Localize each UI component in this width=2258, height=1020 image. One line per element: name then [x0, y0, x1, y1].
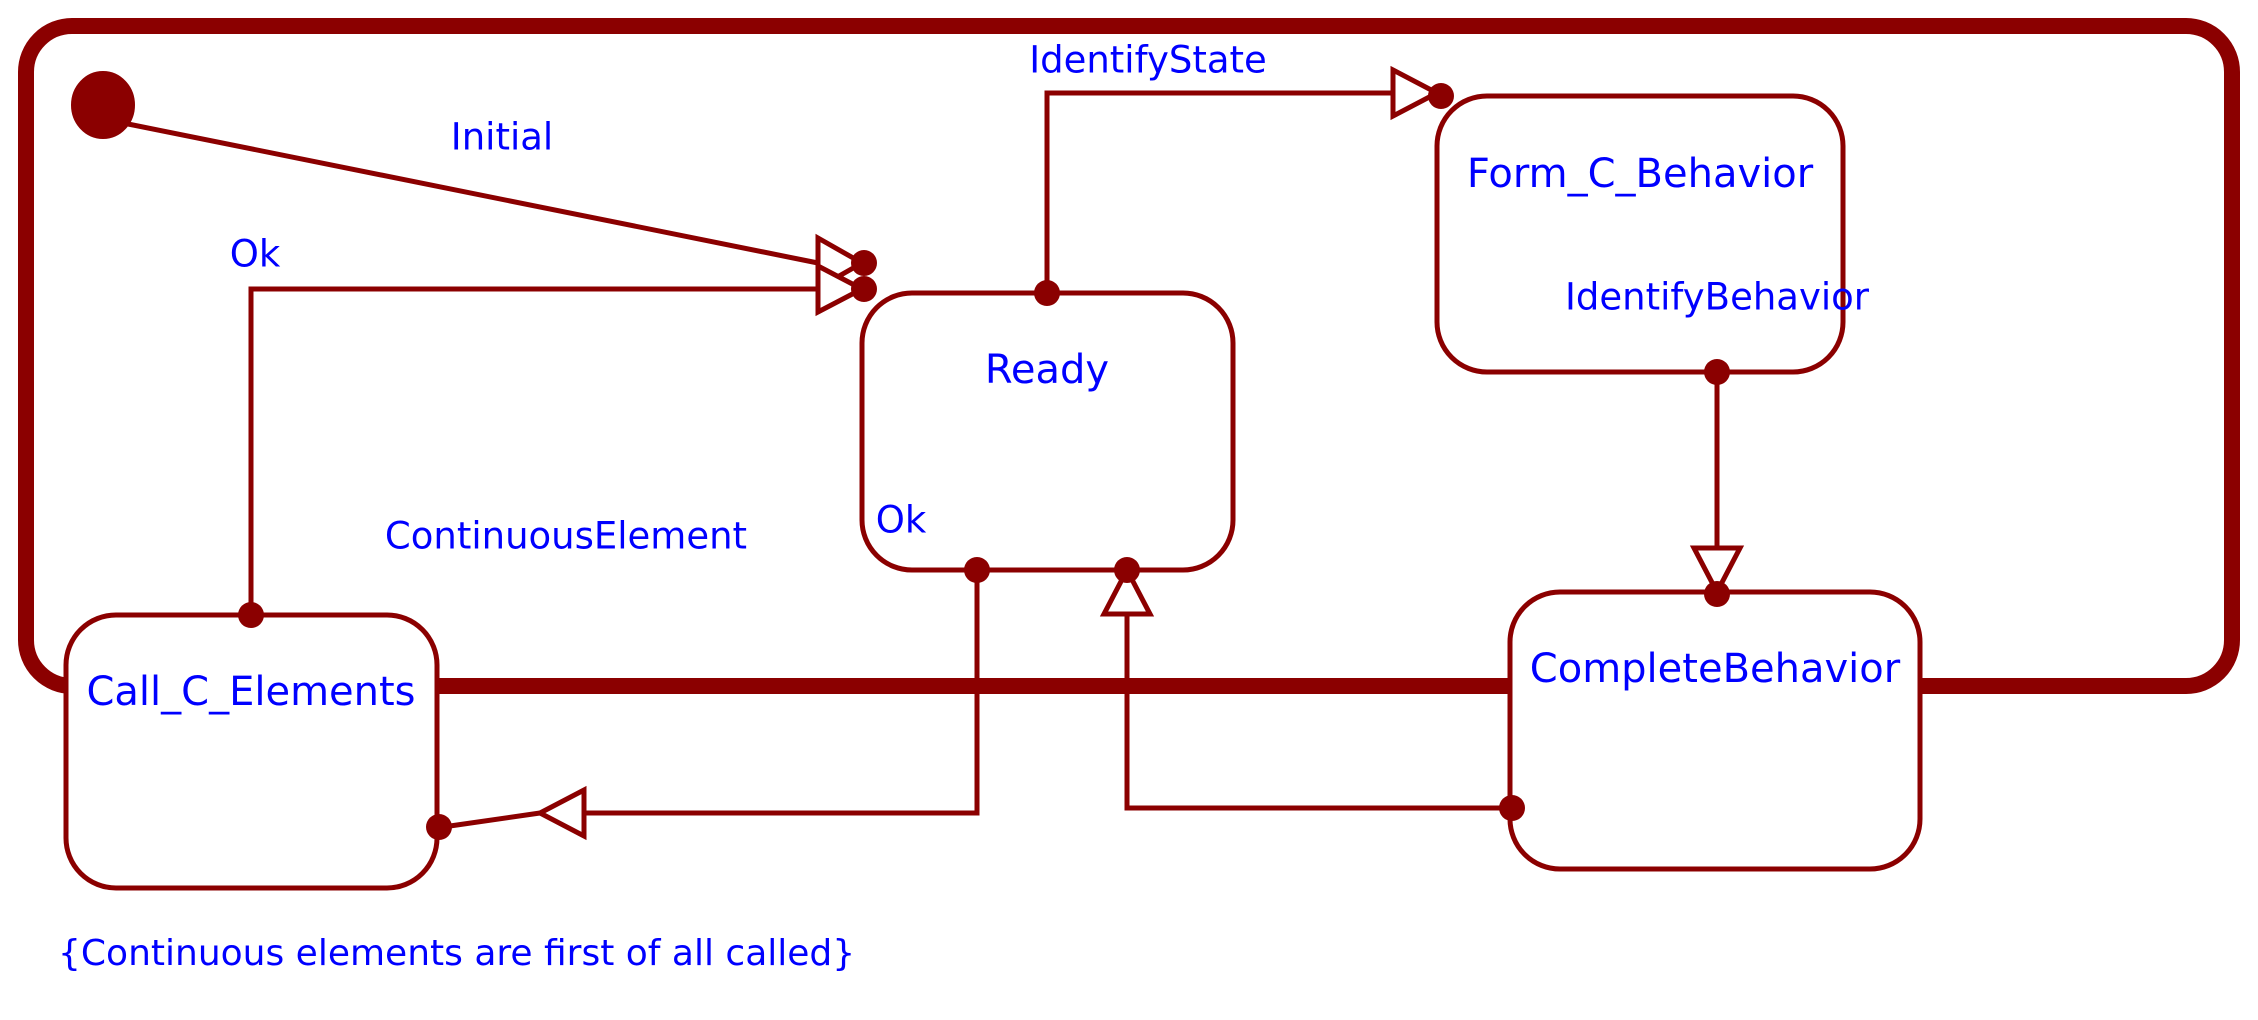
transition-ok-call-label: Ok: [230, 233, 281, 276]
transition-ok-call-arrowhead: [815, 261, 868, 317]
transition-ok-call-endpoint-dot: [851, 276, 877, 302]
state-ready[interactable]: Ready: [859, 290, 1236, 573]
transition-ok-complete-arrowhead: [1099, 564, 1155, 617]
transition-continuous-element-arrowhead: [534, 785, 587, 841]
initial-pseudostate-node[interactable]: [71, 71, 135, 139]
transition-ok-complete-behavior[interactable]: Ok: [876, 499, 1525, 822]
state-call-c-elements-box[interactable]: [63, 612, 440, 891]
transition-identify-behavior[interactable]: IdentifyBehavior: [1565, 276, 1870, 608]
transition-ok-complete-line[interactable]: [1124, 614, 1512, 811]
state-ready-label: Ready: [985, 347, 1109, 393]
transition-continuous-element-label: ContinuousElement: [385, 515, 747, 558]
transition-identify-behavior-endpoint-dot: [1704, 581, 1730, 607]
transition-ok-call-c-elements[interactable]: Ok: [230, 233, 877, 629]
transition-identify-behavior-label: IdentifyBehavior: [1565, 276, 1870, 319]
transition-identify-behavior-arrowhead: [1689, 545, 1745, 598]
transition-initial[interactable]: Initial: [127, 116, 877, 293]
transition-ok-call-line[interactable]: [248, 286, 818, 615]
transition-initial-line[interactable]: [127, 121, 819, 266]
transition-continuous-element-line[interactable]: [584, 570, 980, 816]
transition-identify-state-label: IdentifyState: [1029, 39, 1267, 82]
transition-identify-state-endpoint-dot: [1428, 83, 1454, 109]
transition-initial-endpoint-dot: [851, 250, 877, 276]
transition-identify-state-line[interactable]: [1044, 90, 1393, 293]
transition-continuous-element-endpoint-dot: [426, 814, 452, 840]
state-form-c-behavior[interactable]: Form_C_Behavior: [1434, 93, 1846, 375]
state-complete-behavior-label: CompleteBehavior: [1530, 646, 1901, 692]
state-call-c-elements-label: Call_C_Elements: [86, 669, 415, 715]
transition-identify-state-arrowhead: [1390, 65, 1443, 121]
state-call-c-elements[interactable]: Call_C_Elements: [63, 612, 440, 891]
transition-initial-label: Initial: [451, 116, 553, 159]
state-complete-behavior-box[interactable]: [1507, 589, 1923, 872]
state-form-c-behavior-box[interactable]: [1434, 93, 1846, 375]
transition-identify-state[interactable]: IdentifyState: [1029, 39, 1454, 307]
transition-continuous-element-tail: [442, 810, 541, 830]
transition-ok-complete-label: Ok: [876, 499, 927, 542]
state-form-c-behavior-label: Form_C_Behavior: [1467, 151, 1814, 197]
transition-ok-complete-endpoint-dot: [1114, 557, 1140, 583]
constraint-note-text: {Continuous elements are first of all ca…: [58, 933, 855, 974]
state-complete-behavior[interactable]: CompleteBehavior: [1507, 589, 1923, 872]
transition-continuous-element[interactable]: ContinuousElement: [385, 515, 990, 841]
